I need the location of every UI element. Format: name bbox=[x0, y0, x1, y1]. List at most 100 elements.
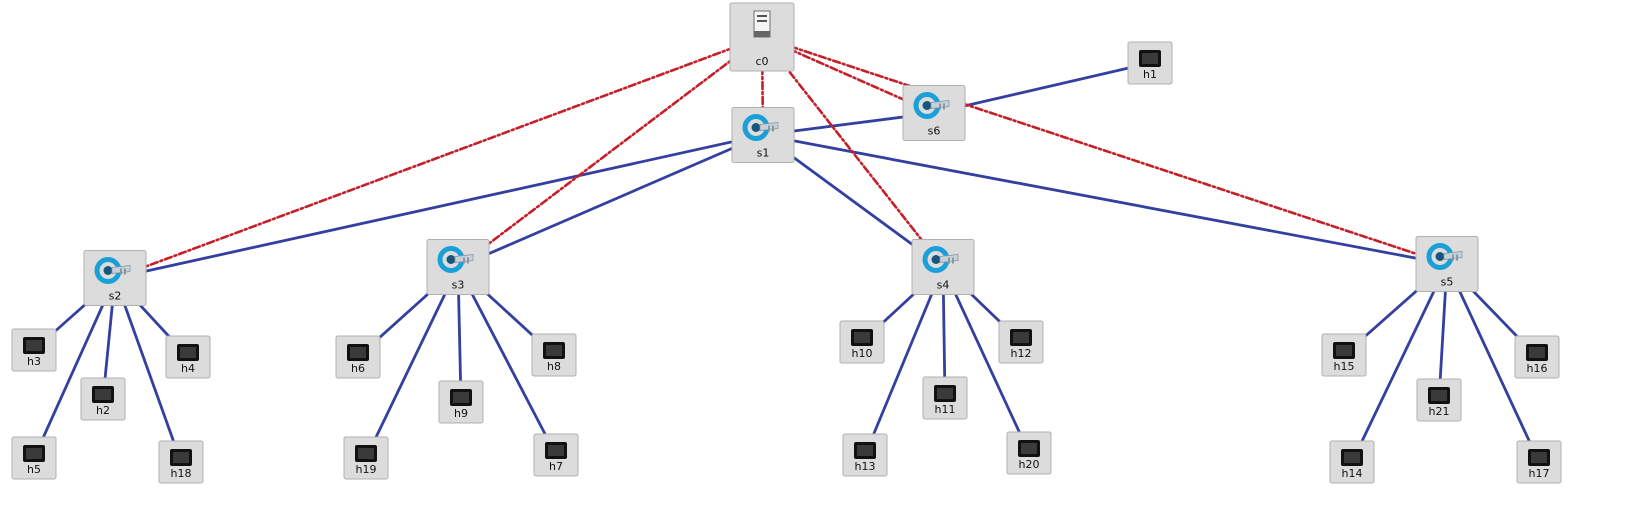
node-label-h21: h21 bbox=[1429, 405, 1450, 418]
terminal-icon bbox=[355, 445, 377, 462]
node-h16[interactable]: h16 bbox=[1514, 335, 1560, 379]
data-link-s2-h18 bbox=[113, 276, 183, 464]
node-label-h19: h19 bbox=[356, 463, 377, 476]
terminal-icon bbox=[450, 389, 472, 406]
node-label-s1: s1 bbox=[757, 147, 770, 160]
node-h14[interactable]: h14 bbox=[1329, 440, 1375, 484]
switch-icon bbox=[437, 246, 474, 273]
node-h19[interactable]: h19 bbox=[343, 436, 389, 480]
node-h15[interactable]: h15 bbox=[1321, 333, 1367, 377]
terminal-icon bbox=[347, 344, 369, 361]
terminal-icon bbox=[1526, 344, 1548, 361]
node-label-h2: h2 bbox=[96, 404, 110, 417]
node-label-s2: s2 bbox=[109, 290, 122, 303]
node-h21[interactable]: h21 bbox=[1416, 378, 1462, 422]
node-s3[interactable]: s3 bbox=[426, 239, 490, 295]
node-h17[interactable]: h17 bbox=[1516, 440, 1562, 484]
node-h10[interactable]: h10 bbox=[839, 320, 885, 364]
terminal-icon bbox=[1428, 387, 1450, 404]
control-link-c0-s3 bbox=[456, 35, 764, 269]
node-h8[interactable]: h8 bbox=[531, 333, 577, 377]
links-layer bbox=[32, 35, 1541, 464]
node-label-h11: h11 bbox=[935, 403, 956, 416]
node-label-c0: c0 bbox=[755, 55, 768, 68]
node-h5[interactable]: h5 bbox=[11, 436, 57, 480]
data-link-s5-h14 bbox=[1350, 262, 1449, 464]
node-c0[interactable]: c0 bbox=[729, 2, 795, 72]
terminal-icon bbox=[545, 442, 567, 459]
node-label-h16: h16 bbox=[1527, 362, 1548, 375]
node-label-h4: h4 bbox=[181, 362, 195, 375]
node-h13[interactable]: h13 bbox=[842, 433, 888, 477]
data-link-s1-s3 bbox=[456, 133, 765, 269]
node-s5[interactable]: s5 bbox=[1415, 236, 1479, 292]
switch-icon bbox=[1426, 243, 1463, 270]
terminal-icon bbox=[854, 442, 876, 459]
terminal-icon bbox=[170, 449, 192, 466]
terminal-icon bbox=[1528, 449, 1550, 466]
node-label-h12: h12 bbox=[1011, 347, 1032, 360]
terminal-icon bbox=[92, 386, 114, 403]
node-s1[interactable]: s1 bbox=[731, 107, 795, 163]
node-h20[interactable]: h20 bbox=[1006, 431, 1052, 475]
node-label-h14: h14 bbox=[1342, 467, 1363, 480]
terminal-icon bbox=[1018, 440, 1040, 457]
node-label-h13: h13 bbox=[855, 460, 876, 473]
node-label-s3: s3 bbox=[452, 279, 465, 292]
data-link-s4-h20 bbox=[941, 265, 1031, 455]
node-label-h20: h20 bbox=[1019, 458, 1040, 471]
control-link-c0-s2 bbox=[113, 35, 764, 280]
terminal-icon bbox=[23, 337, 45, 354]
node-label-s6: s6 bbox=[928, 125, 941, 138]
node-label-s4: s4 bbox=[937, 279, 950, 292]
node-label-h10: h10 bbox=[852, 347, 873, 360]
switch-icon bbox=[94, 257, 131, 284]
terminal-icon bbox=[1139, 50, 1161, 67]
switch-icon bbox=[922, 246, 959, 273]
node-s2[interactable]: s2 bbox=[83, 250, 147, 306]
switch-icon bbox=[742, 114, 779, 141]
node-label-h3: h3 bbox=[27, 355, 41, 368]
node-h6[interactable]: h6 bbox=[335, 335, 381, 379]
data-link-s1-s2 bbox=[113, 133, 765, 280]
nodes-layer: c0 s1 s2 s3 s4 s5 s6 h1 h2 h3 h4 h5 h6 h7 h8 h9 h10 h11 h1… bbox=[11, 2, 1562, 484]
node-h12[interactable]: h12 bbox=[998, 320, 1044, 364]
server-icon bbox=[753, 10, 771, 38]
data-link-s5-h17 bbox=[1445, 262, 1541, 464]
node-label-h6: h6 bbox=[351, 362, 365, 375]
data-link-s3-h7 bbox=[456, 265, 558, 457]
node-label-h1: h1 bbox=[1143, 68, 1157, 81]
node-label-s5: s5 bbox=[1441, 276, 1454, 289]
terminal-icon bbox=[1333, 342, 1355, 359]
node-label-h17: h17 bbox=[1529, 467, 1550, 480]
node-label-h18: h18 bbox=[171, 467, 192, 480]
node-s6[interactable]: s6 bbox=[902, 85, 966, 141]
node-h7[interactable]: h7 bbox=[533, 433, 579, 477]
data-link-s4-h13 bbox=[863, 265, 945, 457]
node-h4[interactable]: h4 bbox=[165, 335, 211, 379]
terminal-icon bbox=[1010, 329, 1032, 346]
data-link-s3-h19 bbox=[364, 265, 460, 460]
switch-icon bbox=[913, 92, 950, 119]
control-link-c0-s4 bbox=[760, 35, 945, 269]
node-h2[interactable]: h2 bbox=[80, 377, 126, 421]
node-label-h9: h9 bbox=[454, 407, 468, 420]
terminal-icon bbox=[851, 329, 873, 346]
data-link-s1-s5 bbox=[761, 133, 1449, 266]
terminal-icon bbox=[934, 385, 956, 402]
node-s4[interactable]: s4 bbox=[911, 239, 975, 295]
control-link-c0-s5 bbox=[760, 35, 1449, 266]
node-label-h7: h7 bbox=[549, 460, 563, 473]
terminal-icon bbox=[543, 342, 565, 359]
node-h9[interactable]: h9 bbox=[438, 380, 484, 424]
data-link-s6-h1 bbox=[932, 61, 1152, 115]
terminal-icon bbox=[1341, 449, 1363, 466]
terminal-icon bbox=[23, 445, 45, 462]
node-h1[interactable]: h1 bbox=[1127, 41, 1173, 85]
node-h18[interactable]: h18 bbox=[158, 440, 204, 484]
terminal-icon bbox=[177, 344, 199, 361]
node-h3[interactable]: h3 bbox=[11, 328, 57, 372]
node-h11[interactable]: h11 bbox=[922, 376, 968, 420]
data-link-s2-h5 bbox=[32, 276, 117, 460]
